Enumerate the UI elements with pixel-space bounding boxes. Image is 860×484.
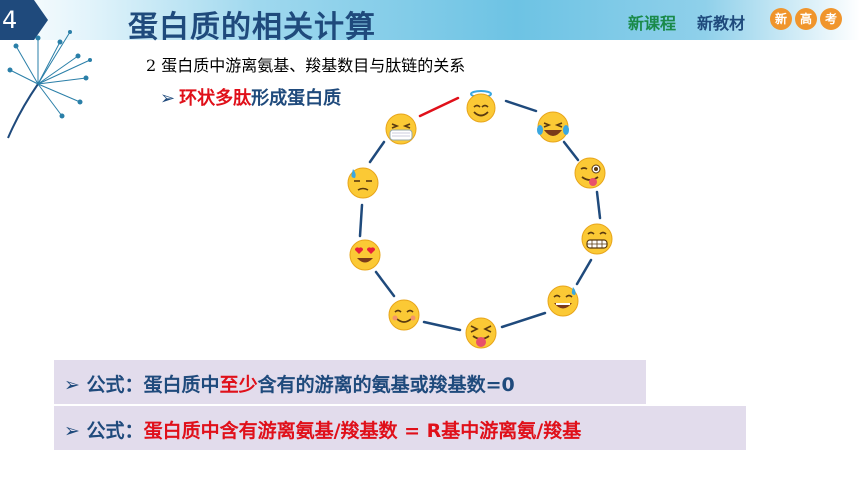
squinting-tongue-icon xyxy=(465,317,497,349)
brand-new-textbook: 新教材 xyxy=(697,14,746,33)
section-number: 4 xyxy=(2,6,18,34)
section-badge-arrow xyxy=(34,0,48,40)
formula-1-prefix: 公式：蛋白质中 xyxy=(86,374,220,396)
formula-r-group-free-groups: ➢ 公式：蛋白质中含有游离氨基/羧基数 = R基中游离氨/羧基 xyxy=(64,416,581,443)
bond-squint-smile xyxy=(422,320,462,332)
section-number-badge: 4 xyxy=(0,0,34,40)
bullet-arrow-icon: ➢ xyxy=(64,420,80,442)
bullet-arrow-icon: ➢ xyxy=(64,374,80,396)
section-subtitle: 2 蛋白质中游离氨基、羧基数目与肽链的关系 xyxy=(146,56,466,75)
brand-new-course: 新课程 xyxy=(628,14,677,33)
bond-sweatsmile-squint xyxy=(500,311,547,329)
cyclic-polypeptide-heading: ➢环状多肽形成蛋白质 xyxy=(160,84,341,110)
formula-2-prefix: 公式： xyxy=(86,420,144,442)
header-bar xyxy=(0,0,860,40)
brand-badge-exam: 考 xyxy=(820,8,842,30)
bond-joy-wink xyxy=(562,140,580,162)
bond-heart-downcast xyxy=(358,203,364,238)
medical-mask-icon xyxy=(385,113,417,145)
tears-of-joy-icon xyxy=(537,111,569,143)
bond-grimace-sweatsmile xyxy=(575,258,593,286)
formula-box-2 xyxy=(54,406,746,450)
halo-face-icon xyxy=(466,90,496,123)
sweat-smile-icon xyxy=(547,285,579,317)
heart-eyes-icon xyxy=(349,239,381,271)
formula-1-suffix: 含有的游离的氨基或羧基数=0 xyxy=(257,374,515,396)
dandelion-decoration-icon xyxy=(7,30,92,139)
formula-minimum-free-groups: ➢ 公式：蛋白质中至少含有的游离的氨基或羧基数=0 xyxy=(64,370,515,397)
grimacing-face-icon xyxy=(581,223,613,255)
smiling-face-icon xyxy=(388,299,420,331)
formula-1-highlight: 至少 xyxy=(219,374,258,396)
bond-mask-halo-highlight xyxy=(418,96,460,118)
winking-tongue-icon xyxy=(574,157,606,189)
cyclic-polypeptide-term: 环状多肽 xyxy=(179,88,252,109)
formula-2-body: 蛋白质中含有游离氨基/羧基数 = R基中游离氨/羧基 xyxy=(143,420,582,442)
brand-badge-new: 新 xyxy=(770,8,792,30)
brand-badge-high: 高 xyxy=(795,8,817,30)
downcast-sweat-icon xyxy=(347,167,379,199)
bond-smile-heart xyxy=(374,270,396,298)
forms-protein-text: 形成蛋白质 xyxy=(251,88,342,109)
bond-downcast-mask xyxy=(368,140,386,164)
bullet-arrow-icon: ➢ xyxy=(160,88,176,109)
formula-box-1 xyxy=(54,360,646,404)
bond-halo-joy xyxy=(504,99,538,113)
bond-wink-grimace xyxy=(595,190,602,220)
page-title: 蛋白质的相关计算 xyxy=(128,10,376,45)
